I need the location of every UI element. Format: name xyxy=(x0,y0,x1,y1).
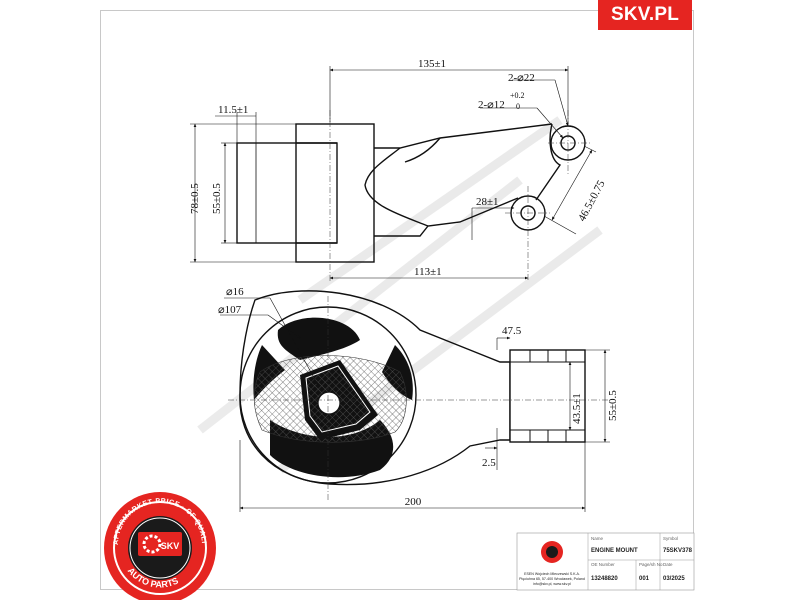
title-block: ESEN Wojciech Mleczewski S.K.A. Pięciuhn… xyxy=(516,532,695,591)
dim-gap: 2.5 xyxy=(482,457,496,469)
label-oe-number: OE Number xyxy=(591,562,615,567)
seal-center-text: SKV xyxy=(161,541,180,551)
dim-stub-outer: 55±0.5 xyxy=(607,390,619,421)
label-symbol: Symbol xyxy=(663,536,678,541)
dim-arm-offset: 28±1 xyxy=(476,196,499,208)
dim-height-inner: 55±0.5 xyxy=(211,183,223,214)
seal-ring-text: AFTERMARKET PRICE · OF QUALITY · xyxy=(0,0,206,545)
part-symbol: 75SKV378 xyxy=(663,548,693,554)
inner-bore xyxy=(317,391,341,415)
dim-bottom-width: 113±1 xyxy=(414,266,442,278)
dim-left-offset: 11.5±1 xyxy=(218,104,248,116)
dim-hole-small: 2-⌀12 xyxy=(478,99,505,111)
top-view xyxy=(236,123,586,263)
bracket-arm-top xyxy=(374,123,553,149)
page-number: 001 xyxy=(639,576,650,582)
dim-tol-zero: 0 xyxy=(516,102,520,111)
drawing-date: 03/2025 xyxy=(663,576,685,582)
top-dimension-lines xyxy=(190,66,597,280)
dim-tol-plus: +0.2 xyxy=(510,91,525,100)
label-name: Name xyxy=(591,536,604,541)
svg-text:AFTERMARKET PRICE · OF QUALITY: AFTERMARKET PRICE · OF QUALITY · xyxy=(0,0,207,545)
dim-overall-width: 200 xyxy=(405,496,422,508)
dim-dia-16: ⌀16 xyxy=(226,286,244,298)
dim-stub-height: 43.5±1 xyxy=(571,393,583,424)
dim-hole-large: 2-⌀22 xyxy=(508,72,535,84)
dim-stub-width: 47.5 xyxy=(502,325,522,337)
rubber-void-upper xyxy=(277,317,360,360)
drawing-frame xyxy=(100,10,694,590)
oe-number: 13248820 xyxy=(591,576,618,582)
dim-height-outer: 78±0.5 xyxy=(189,183,201,214)
bottom-view xyxy=(239,290,586,486)
dim-dia-107: ⌀107 xyxy=(218,304,242,316)
mount-body-side xyxy=(236,142,338,244)
label-date: Date xyxy=(663,562,673,567)
mount-flange xyxy=(295,123,375,263)
brand-logo[interactable]: SKV.PL xyxy=(598,0,692,30)
mount-stub xyxy=(509,349,586,443)
label-page: Page/sh No xyxy=(639,562,663,567)
company-contact: info@skv.pl, www.skv.pl xyxy=(533,582,571,586)
dim-hole-spacing: 46.5±0.75 xyxy=(576,178,608,223)
quality-seal: AFTERMARKET PRICE · OF QUALITY · AUTO PA… xyxy=(0,0,216,600)
company-address: Pięciuhna 65, 57-400 Wrocławek, Poland xyxy=(519,577,585,581)
dim-width-135: 135±1 xyxy=(418,58,446,70)
company-name: ESEN Wojciech Mleczewski S.K.A. xyxy=(524,572,580,576)
bottom-dimension-lines xyxy=(220,297,610,512)
part-name: ENGINE MOUNT xyxy=(591,548,638,554)
